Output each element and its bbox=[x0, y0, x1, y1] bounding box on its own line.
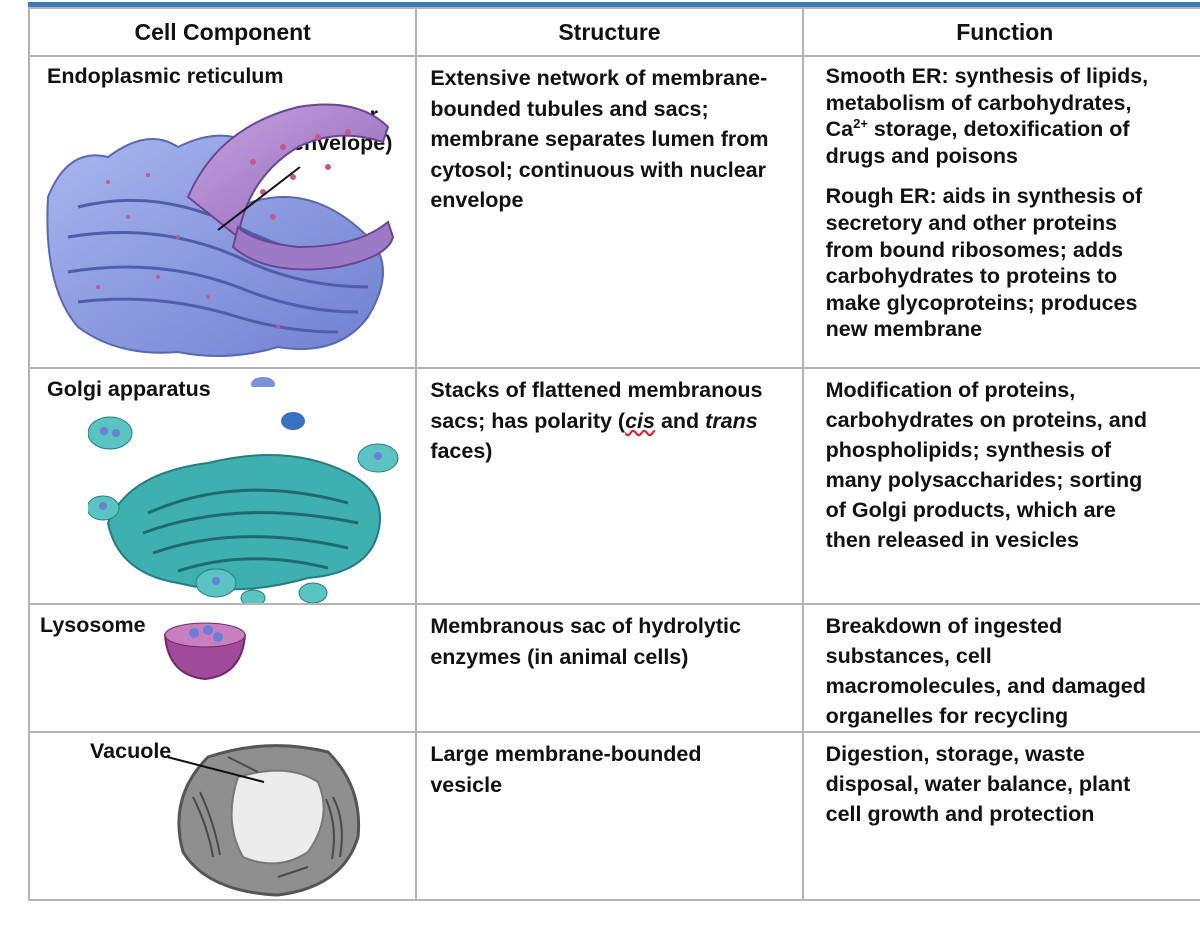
function-cell: Modification of proteins,carbohydrates o… bbox=[801, 367, 1200, 605]
component-cell: Vacuole bbox=[27, 731, 418, 901]
function-cell: Smooth ER: synthesis of lipids,metabolis… bbox=[801, 55, 1200, 369]
lysosome-illustration-icon bbox=[163, 622, 247, 681]
table-row: Golgi apparatus Stacks of flattened memb… bbox=[27, 367, 1200, 605]
component-name: Endoplasmic reticulum bbox=[47, 64, 284, 88]
component-name: Golgi apparatus bbox=[47, 377, 211, 401]
header-rule bbox=[28, 2, 1200, 7]
header-row: Cell Component Structure Function bbox=[27, 7, 1200, 57]
component-cell: Endoplasmic reticulum (Nuclearenvelope) bbox=[27, 55, 418, 387]
organelle-table: Cell Component Structure Function Endopl… bbox=[27, 7, 1200, 901]
header-cell-component: Cell Component bbox=[27, 7, 418, 57]
function-text: Modification of proteins,carbohydrates o… bbox=[825, 378, 1147, 552]
structure-cell: Stacks of flattened membranous sacs; has… bbox=[415, 367, 804, 605]
golgi-illustration-icon bbox=[88, 412, 399, 603]
component-cell: Lysosome bbox=[27, 603, 418, 733]
component-cell: Golgi apparatus bbox=[27, 367, 418, 605]
table-row: Lysosome Membranous sac of hydrolytic en… bbox=[27, 603, 1200, 733]
structure-text: Extensive network of membrane-bounded tu… bbox=[430, 66, 769, 212]
er-illustration-icon bbox=[46, 103, 395, 387]
header-cell-structure: Structure bbox=[415, 7, 804, 57]
structure-cell: Large membrane-bounded vesicle bbox=[415, 731, 804, 901]
table-row: Vacuole Large membrane-bounded vesicle D… bbox=[27, 731, 1200, 901]
structure-text: Membranous sac of hydrolytic enzymes (in… bbox=[430, 614, 741, 669]
structure-cell: Membranous sac of hydrolytic enzymes (in… bbox=[415, 603, 804, 733]
table-row: Endoplasmic reticulum (Nuclearenvelope) bbox=[27, 55, 1200, 387]
vacuole-micrograph-icon bbox=[168, 744, 361, 897]
component-name: Lysosome bbox=[40, 613, 146, 637]
structure-text: Large membrane-bounded vesicle bbox=[430, 742, 702, 797]
structure-cell: Extensive network of membrane-bounded tu… bbox=[415, 55, 804, 369]
header-cell-function: Function bbox=[801, 7, 1200, 57]
component-name: Vacuole bbox=[90, 739, 172, 763]
structure-text: Stacks of flattened membranous sacs; has… bbox=[430, 378, 763, 463]
function-text-smooth-er: Smooth ER: synthesis of lipids,metabolis… bbox=[825, 64, 1149, 168]
